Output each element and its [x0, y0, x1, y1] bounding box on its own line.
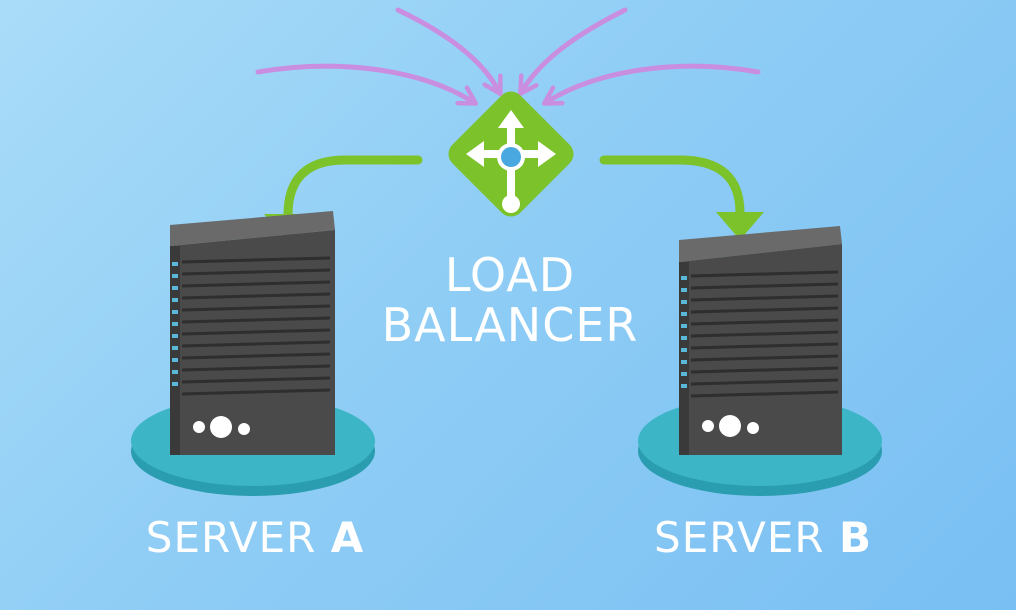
incoming-arrow-4 — [541, 63, 761, 106]
server-a-label-letter: A — [330, 513, 365, 562]
load-balancer-icon — [448, 91, 574, 217]
incoming-arrow-1 — [255, 63, 479, 106]
server-b-icon — [638, 226, 882, 496]
load-balancer-label-line1: LOAD — [444, 248, 576, 302]
incoming-traffic-arrows — [255, 7, 761, 106]
server-a-icon — [131, 211, 375, 496]
server-a-label-prefix: SERVER — [145, 513, 317, 562]
incoming-arrow-2 — [395, 7, 503, 97]
incoming-arrow-3 — [518, 7, 628, 96]
server-b-label: SERVER B — [638, 508, 888, 568]
route-arrow-to-server-b — [599, 155, 764, 240]
server-b-label-letter: B — [838, 513, 872, 562]
server-a-label: SERVER A — [130, 508, 380, 568]
server-b-label-prefix: SERVER — [654, 513, 825, 562]
load-balancer-label: LOAD BALANCER — [380, 250, 640, 350]
load-balancer-label-line2: BALANCER — [381, 298, 639, 352]
